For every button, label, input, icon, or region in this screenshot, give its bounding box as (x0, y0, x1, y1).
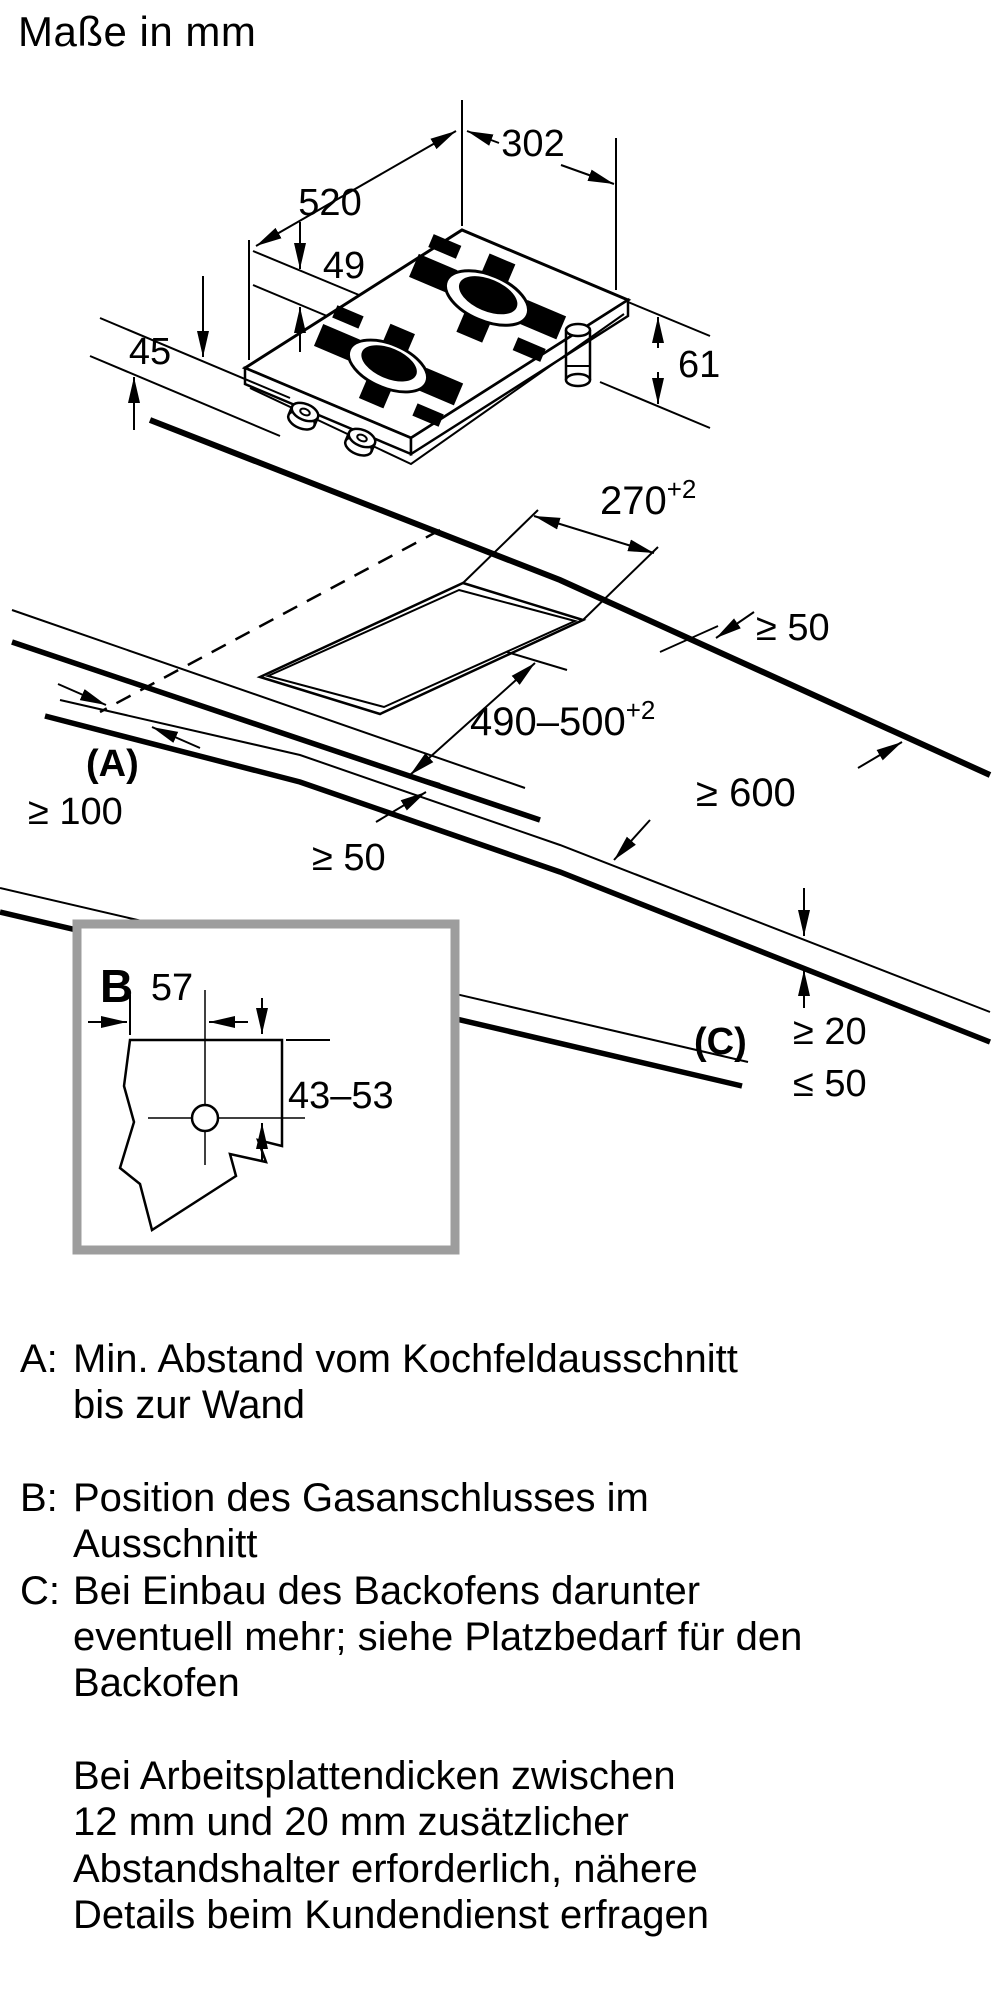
ext-line (252, 250, 360, 296)
front-edge-thick (44, 713, 992, 1045)
legend: A: Min. Abstand vom Kochfeldausschnitt b… (20, 1336, 976, 1938)
dim-line (409, 662, 536, 776)
dim-270-label: 270+2 (600, 474, 696, 523)
front-clearance-arrow (375, 791, 427, 823)
ext-line (506, 651, 568, 671)
rear-wall-line (148, 417, 992, 778)
arrow (57, 683, 107, 706)
installation-diagram: 520 302 49 45 (0, 100, 992, 1255)
dim-side-clearance (57, 683, 201, 749)
rear-clearance-label: ≥ 50 (756, 607, 830, 649)
ext-line (582, 546, 659, 621)
legend-entry-c: C: Bei Einbau des Backofens darunter eve… (20, 1568, 976, 1707)
dim-270 (462, 509, 659, 621)
legend-label-c: C: (20, 1568, 60, 1613)
dim-61 (599, 301, 711, 429)
oven-clearance-min-label: ≥ 20 (793, 1011, 867, 1053)
dim-line (560, 164, 615, 185)
legend-entry-b: B: Position des Gasanschlusses im Aussch… (20, 1475, 976, 1568)
dim-490-500 (379, 651, 568, 785)
legend-label-a: A: (20, 1337, 58, 1381)
burner-rear-cap (458, 276, 518, 315)
dim-43-53-label: 43–53 (288, 1075, 394, 1117)
dim-line (466, 130, 500, 146)
legend-entry-a: A: Min. Abstand vom Kochfeldausschnitt b… (20, 1336, 976, 1429)
dim-49 (252, 222, 360, 352)
page-title: Maße in mm (18, 8, 257, 55)
dim-49-label: 49 (323, 245, 365, 287)
hob-side-right (409, 297, 630, 457)
arrow (715, 611, 755, 639)
dim-45-label: 45 (129, 331, 171, 373)
hob-outline-dashed (99, 528, 441, 714)
worktop-diagram: 270+2 ≥ 50 490–500+2 (A) ≥ 100 (0, 417, 992, 1105)
legend-label-b: B: (20, 1475, 58, 1520)
ext-line (252, 284, 328, 317)
dim-line (255, 130, 457, 247)
dim-43-53 (256, 998, 330, 1160)
left-wall-thick (11, 639, 541, 823)
front-clearance-label: ≥ 50 (312, 837, 386, 879)
ext-line (599, 381, 711, 429)
worktop-depth-label: ≥ 600 (696, 771, 796, 815)
ext-line (99, 317, 291, 399)
dim-302 (466, 130, 617, 290)
dim-490-500-label: 490–500+2 (470, 695, 655, 744)
legend-text-b: Position des Gasanschlusses im Ausschnit… (73, 1475, 649, 1567)
dim-57-label: 57 (151, 967, 193, 1009)
oven-clearance-max-label: ≤ 50 (793, 1063, 867, 1105)
label-c: (C) (694, 1021, 747, 1063)
detail-box-label: B (100, 960, 133, 1012)
burner-front (313, 305, 464, 427)
legend-note: Bei Arbeitsplattendicken zwischen 12 mm … (73, 1753, 709, 1937)
dim-worktop-depth (613, 741, 903, 861)
hob-drawing: 520 302 49 45 (89, 100, 720, 466)
ext-line (627, 301, 711, 337)
dim-line (533, 515, 655, 554)
dim-302-label: 302 (501, 123, 564, 165)
legend-text-a: Min. Abstand vom Kochfeldausschnitt bis … (73, 1337, 738, 1428)
cutout-outline (256, 581, 587, 716)
dim-61-label: 61 (678, 344, 720, 386)
dim-520 (248, 100, 463, 360)
ext-line (462, 509, 539, 584)
burner-front-cap (361, 345, 417, 382)
dim-45 (89, 276, 291, 437)
legend-text-c: Bei Einbau des Backofens darunter eventu… (73, 1568, 803, 1706)
dim-57 (88, 995, 248, 1035)
worktop-profile (118, 1038, 284, 1232)
dim-520-label: 520 (298, 182, 361, 224)
ext-line (659, 625, 719, 653)
arrow (857, 741, 903, 769)
dim-rear-clearance (659, 611, 755, 653)
label-a: (A) (86, 743, 139, 785)
control-knob-2 (343, 427, 377, 457)
arrow (613, 819, 651, 861)
ext-line (89, 355, 281, 437)
gas-pipe (564, 322, 592, 388)
side-clearance-label: ≥ 100 (28, 791, 123, 833)
cutout-inner-line (265, 588, 578, 709)
gas-hole (190, 1103, 220, 1133)
front-edge-thin (59, 699, 991, 1013)
gas-connection-detail: B 57 43–53 (72, 919, 460, 1255)
control-knob-1 (286, 401, 320, 431)
burner-rear (409, 234, 567, 362)
arrow (151, 726, 201, 749)
